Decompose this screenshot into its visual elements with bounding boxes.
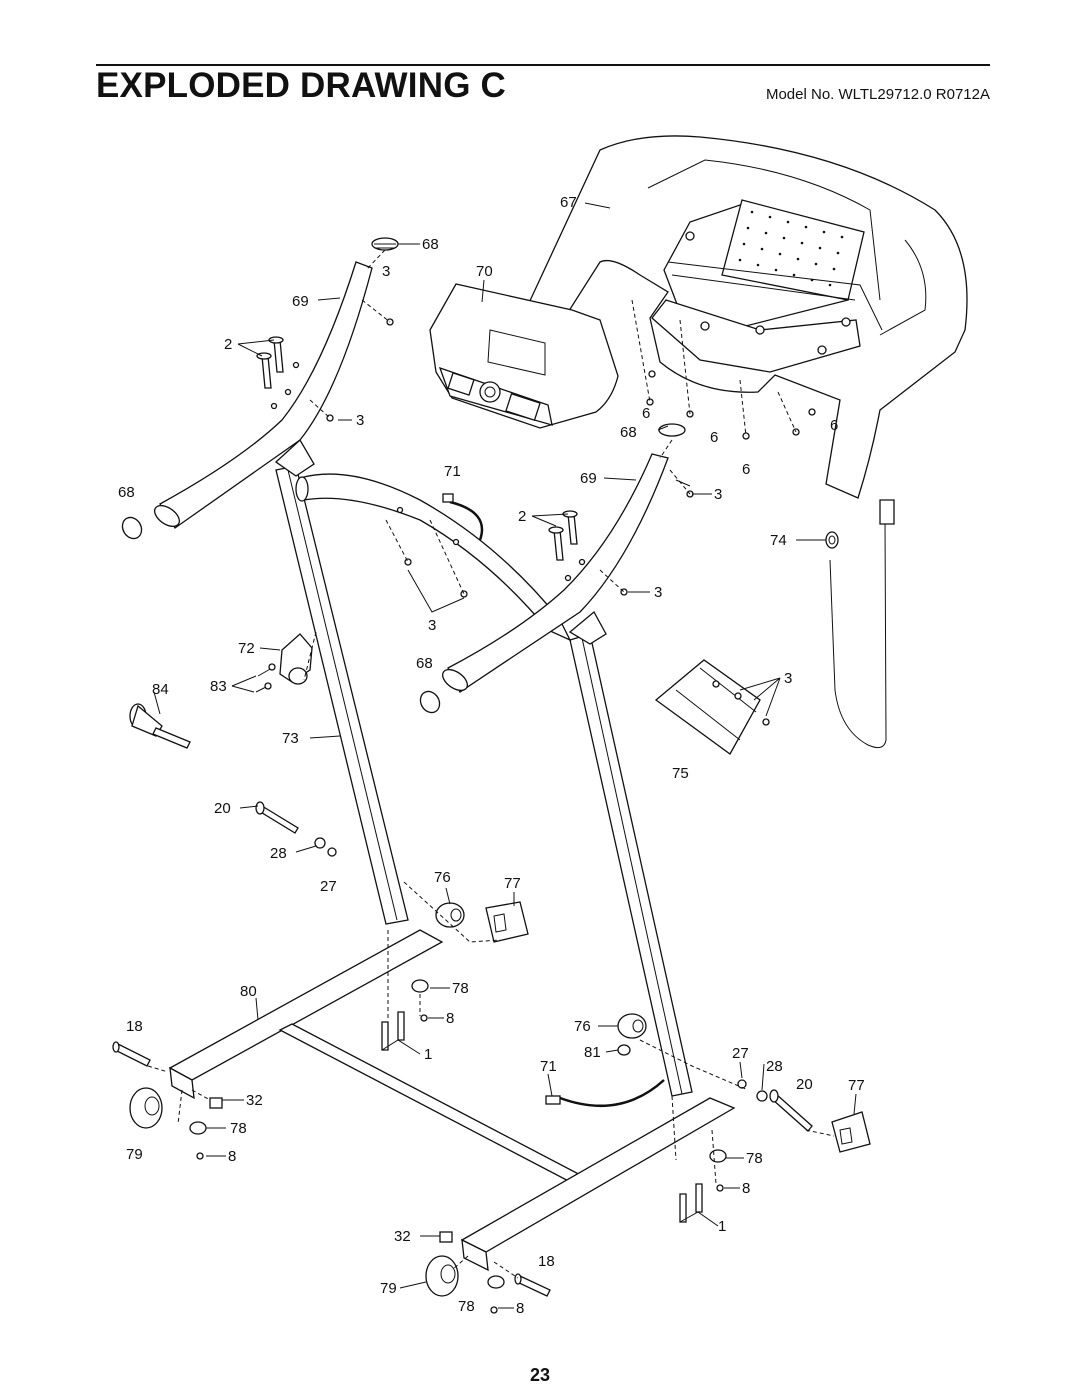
callout-6: 6 (830, 417, 838, 434)
callout-75: 75 (672, 765, 689, 782)
callout-69: 69 (292, 293, 309, 310)
shroud-bracket (654, 659, 761, 755)
screw (196, 1014, 724, 1314)
console-hood (527, 135, 968, 499)
model-number: Model No. WLTL29712.0 R0712A (765, 86, 990, 103)
wire-harness (442, 493, 484, 541)
callout-32: 32 (394, 1228, 411, 1245)
spacer (435, 902, 647, 1039)
callout-1: 1 (718, 1218, 726, 1235)
callout-77: 77 (848, 1077, 865, 1094)
hex-nut (209, 1097, 453, 1243)
callout-18: 18 (126, 1018, 143, 1035)
callout-27: 27 (320, 878, 337, 895)
callout-78: 78 (452, 980, 469, 997)
bolt (256, 336, 578, 561)
callout-20: 20 (214, 800, 231, 817)
grommet (825, 531, 839, 549)
callout-68: 68 (422, 236, 439, 253)
callout-3: 3 (428, 617, 436, 634)
callout-80: 80 (240, 983, 257, 1000)
callout-3: 3 (356, 412, 364, 429)
callout-32: 32 (246, 1092, 263, 1109)
console-overlay (429, 283, 619, 429)
page-title: EXPLODED DRAWING C (96, 66, 507, 105)
latch-bracket (279, 633, 313, 685)
callout-1: 1 (424, 1046, 432, 1063)
page-number: 23 (529, 1365, 551, 1385)
crossbar (295, 473, 572, 642)
base-frame (168, 929, 736, 1272)
bolt (381, 1011, 703, 1223)
callout-68: 68 (620, 424, 637, 441)
axle-bolt (112, 1041, 551, 1297)
screw (255, 663, 276, 693)
callout-72: 72 (238, 640, 255, 657)
pivot-bolt (255, 801, 813, 1132)
end-cap (658, 423, 686, 437)
callout-77: 77 (504, 875, 521, 892)
upright-frame (274, 438, 693, 1097)
callout-76: 76 (434, 869, 451, 886)
callout-3: 3 (382, 263, 390, 280)
screw (326, 318, 816, 726)
callout-81: 81 (584, 1044, 601, 1061)
callout-8: 8 (516, 1300, 524, 1317)
callout-6: 6 (742, 461, 750, 478)
callout-3: 3 (784, 670, 792, 687)
end-cap (419, 690, 441, 714)
callout-8: 8 (446, 1010, 454, 1027)
callout-79: 79 (380, 1280, 397, 1297)
callout-6: 6 (710, 429, 718, 446)
callout-8: 8 (742, 1180, 750, 1197)
callout-78: 78 (746, 1150, 763, 1167)
end-cap (371, 237, 399, 251)
callout-78: 78 (458, 1298, 475, 1315)
callout-69: 69 (580, 470, 597, 487)
right-upright-arm (441, 453, 669, 693)
clip (617, 1044, 631, 1056)
callout-68: 68 (118, 484, 135, 501)
callout-3: 3 (654, 584, 662, 601)
callout-70: 70 (476, 263, 493, 280)
callout-20: 20 (796, 1076, 813, 1093)
callout-71: 71 (540, 1058, 557, 1075)
callout-84: 84 (152, 681, 169, 698)
leader-lines (153, 202, 857, 1309)
callout-74: 74 (770, 532, 787, 549)
washer (314, 837, 768, 1102)
callout-labels: 67 68 70 69 2 3 3 68 6 68 6 6 6 71 69 3 … (118, 194, 865, 1317)
callout-6: 6 (642, 405, 650, 422)
nut (327, 847, 747, 1089)
header-rule (96, 64, 990, 66)
callout-2: 2 (518, 508, 526, 525)
callout-79: 79 (126, 1146, 143, 1163)
wheel (129, 1087, 459, 1297)
adjustment-knob (129, 703, 191, 749)
callout-8: 8 (228, 1148, 236, 1165)
callout-76: 76 (574, 1018, 591, 1035)
callout-71: 71 (444, 463, 461, 480)
callout-68: 68 (416, 655, 433, 672)
callout-28: 28 (270, 845, 287, 862)
callout-28: 28 (766, 1058, 783, 1075)
callout-2: 2 (224, 336, 232, 353)
left-upright-arm (153, 261, 373, 529)
callout-73: 73 (282, 730, 299, 747)
callout-18: 18 (538, 1253, 555, 1270)
end-cap (121, 516, 143, 540)
bumper (485, 901, 871, 1153)
callout-67: 67 (560, 194, 577, 211)
callout-3: 3 (714, 486, 722, 503)
callout-83: 83 (210, 678, 227, 695)
wire-harness (545, 1079, 665, 1108)
callout-27: 27 (732, 1045, 749, 1062)
safety-key-wire (829, 499, 895, 749)
callout-78: 78 (230, 1120, 247, 1137)
